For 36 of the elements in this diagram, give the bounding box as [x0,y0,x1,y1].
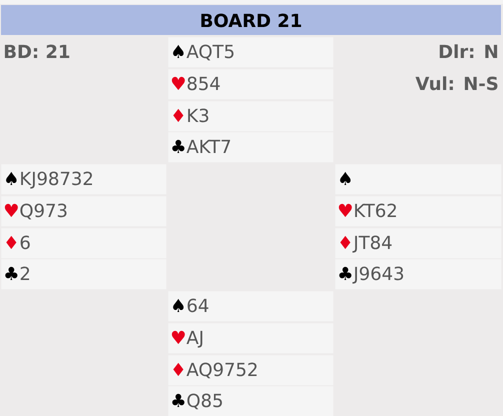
node-label: ♣ [172,394,184,407]
node-label: ♦ [340,236,350,249]
node-label: ♦ [6,236,16,249]
info-label: BD: 21 [4,44,70,58]
info-label: Dlr: N [440,44,498,58]
node-label: 2 [20,266,30,280]
title-band: BOARD 21 [1,5,501,35]
hand-cell: ♦ AQ9752 [168,355,334,386]
hand-cell: ♣J9643 [335,259,502,290]
hand-cell: ♥ KT62 [335,196,502,226]
node-label: Q85 [187,394,222,410]
hand-cell: ♣ 2 [1,259,166,290]
hand-cell: ♥854 [168,69,334,100]
node-label: ♣ [339,266,352,280]
hand-cell: ♣ Q85 [168,386,334,416]
hand-cell: ♦JT84 [335,228,502,258]
hand-cell: ♥Q973 [1,196,166,226]
node-label: AKT7 [186,140,230,153]
node-label: ♦ [173,108,184,122]
info-label: Vul: N-S [416,76,498,90]
hand-cell: ♠ AQT5 [168,37,334,68]
hand-cell: ♥AJ [168,323,334,354]
hand-cell: ♦ K3 [168,101,334,132]
node-label: K3 [188,108,208,122]
node-label: 6 [20,236,30,250]
node-label: J9643 [352,266,404,284]
hand-cell: ♣AKT7 [168,132,334,162]
node-label: AQ9752 [186,362,257,378]
hand-cell: ♦ 6 [1,228,166,258]
hand-cell: ♠ [335,164,502,194]
hand-cell: ♠ KJ98732 [1,164,166,194]
node-label: ♣ [5,266,18,280]
node-label: JT84 [352,236,392,253]
node-label: ♦ [173,362,184,376]
hand-cell: ♠ 64 [168,291,334,322]
node-label: ♣ [172,140,184,153]
